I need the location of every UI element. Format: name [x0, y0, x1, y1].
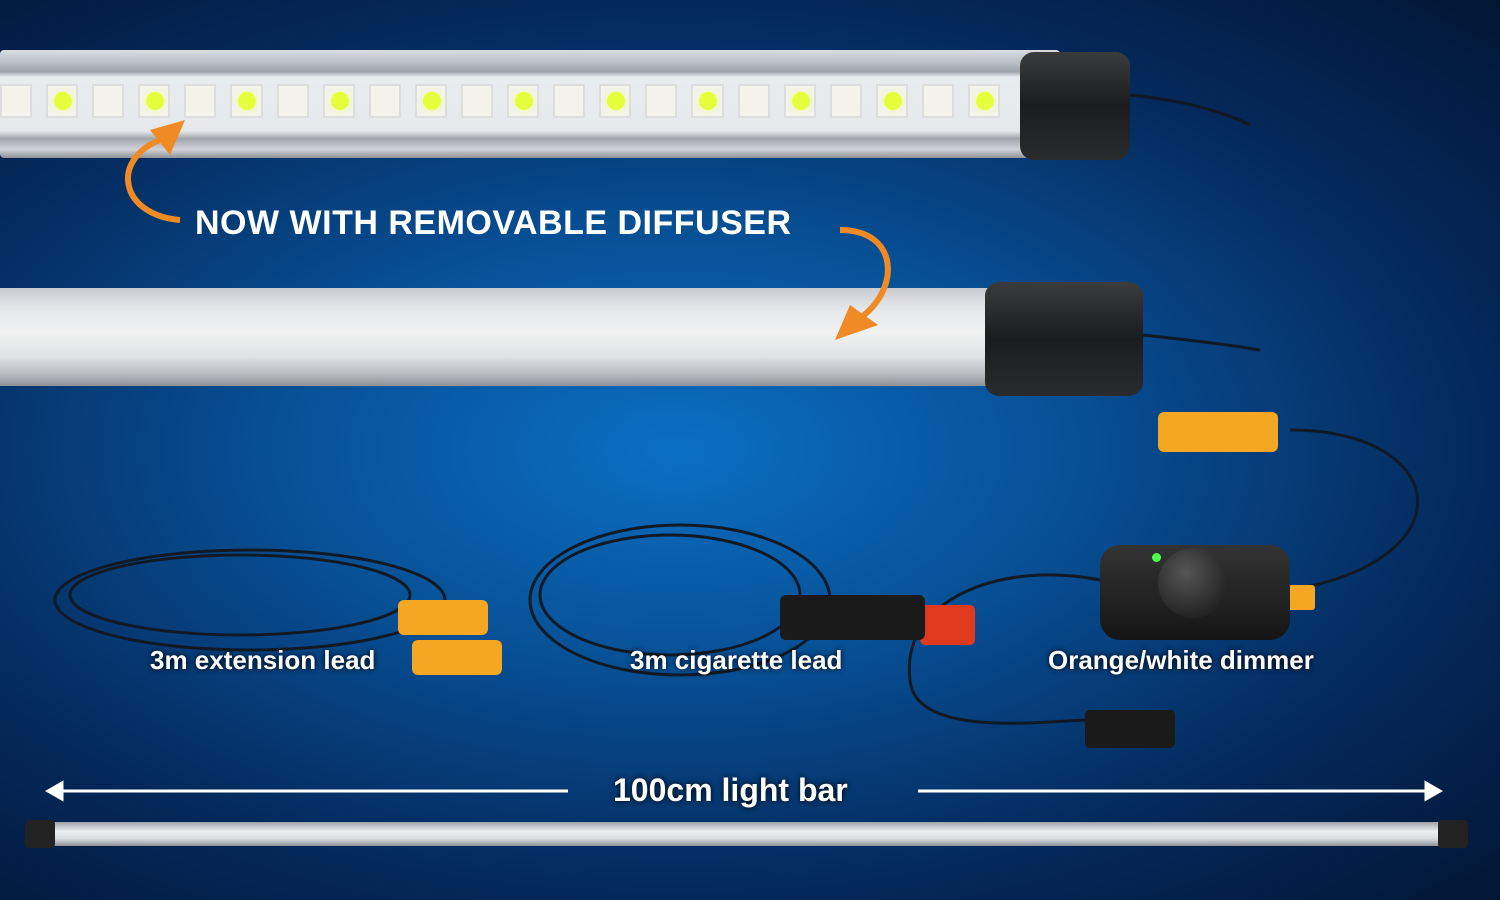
- led-chip: [368, 84, 401, 118]
- led-chip: [783, 84, 816, 118]
- led-chip: [875, 84, 908, 118]
- led-chip: [507, 84, 540, 118]
- led-chip: [921, 84, 954, 118]
- end-cap-right: [1438, 820, 1468, 848]
- end-cap-left: [25, 820, 55, 848]
- led-chip: [230, 84, 263, 118]
- led-chip: [46, 84, 79, 118]
- led-chip: [599, 84, 632, 118]
- led-chip: [184, 84, 217, 118]
- dimmer-knob: [1158, 548, 1228, 618]
- end-cap-middle: [985, 282, 1143, 396]
- full-light-bar: [30, 822, 1465, 846]
- led-chip: [322, 84, 355, 118]
- led-chip: [92, 84, 125, 118]
- headline: NOW WITH REMOVABLE DIFFUSER: [195, 204, 792, 242]
- led-chip: [645, 84, 678, 118]
- led-chip: [276, 84, 309, 118]
- end-cap-top: [1020, 52, 1130, 160]
- led-chip: [829, 84, 862, 118]
- led-chip: [691, 84, 724, 118]
- label-cigarette-lead: 3m cigarette lead: [630, 645, 843, 675]
- led-chip: [460, 84, 494, 118]
- label-light-bar: 100cm light bar: [613, 772, 848, 808]
- led-strip: [0, 80, 1001, 120]
- led-chip: [414, 84, 447, 118]
- led-chip: [737, 84, 770, 118]
- label-dimmer: Orange/white dimmer: [1048, 645, 1314, 675]
- led-chip: [967, 84, 1001, 118]
- led-chip: [138, 84, 171, 118]
- arrow-up-icon: [125, 137, 181, 223]
- arrow-down-icon: [839, 227, 891, 321]
- indicator-led: [1152, 553, 1161, 562]
- dimension-arrows: [44, 780, 1444, 802]
- led-chip: [553, 84, 586, 118]
- led-chip: [0, 84, 33, 118]
- label-extension-lead: 3m extension lead: [150, 645, 376, 675]
